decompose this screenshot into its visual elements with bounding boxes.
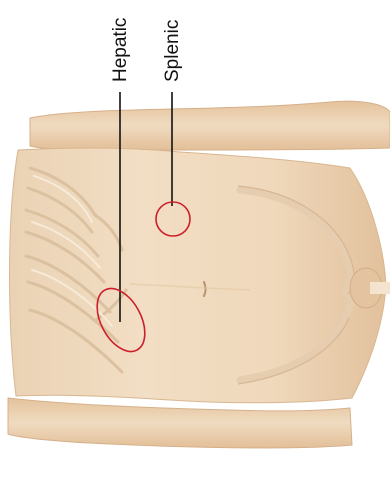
torso-illustration bbox=[8, 101, 390, 448]
lower-arm bbox=[8, 398, 352, 448]
hepatic-label: Hepatic bbox=[110, 18, 131, 82]
splenic-label: Splenic bbox=[162, 20, 183, 82]
upper-arm bbox=[30, 101, 390, 150]
